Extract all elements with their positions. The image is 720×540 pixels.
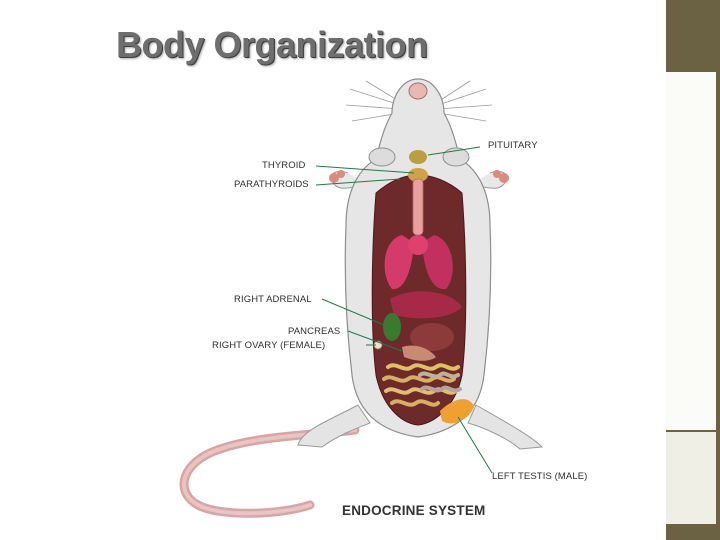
endocrine-diagram: PITUITARY THYROID PARATHYROIDS RIGHT ADR… — [170, 75, 670, 525]
label-pancreas: PANCREAS — [288, 326, 341, 337]
side-accent-panel — [666, 72, 716, 430]
side-accent-panel-lower — [666, 432, 716, 524]
label-right-ovary: RIGHT OVARY (FEMALE) — [212, 340, 326, 351]
label-thyroid: THYROID — [262, 160, 306, 171]
label-right-adrenal: RIGHT ADRENAL — [234, 294, 312, 305]
rat-dissection-icon — [179, 78, 544, 518]
slide-title: Body Organization — [116, 24, 428, 65]
label-left-testis: LEFT TESTIS (MALE) — [492, 471, 588, 482]
label-parathyroids: PARATHYROIDS — [234, 179, 309, 190]
diagram-caption: ENDOCRINE SYSTEM — [342, 503, 486, 518]
label-pituitary: PITUITARY — [488, 140, 538, 151]
